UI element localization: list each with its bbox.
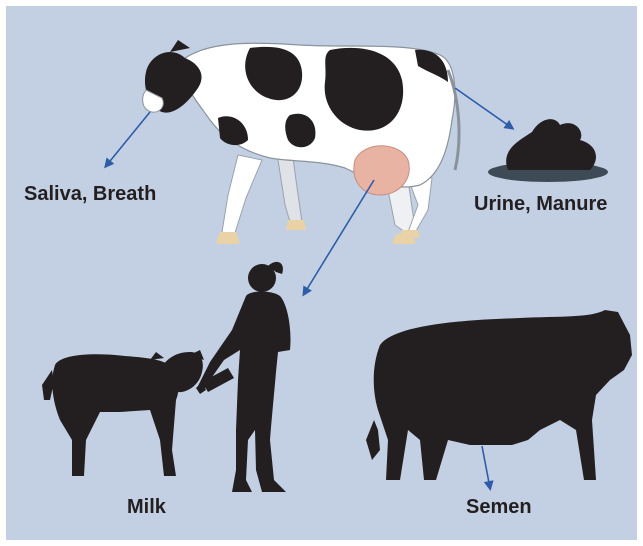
cow-hoof <box>286 220 306 230</box>
cow-hoof <box>400 230 420 238</box>
label-saliva-breath: Saliva, Breath <box>24 183 156 206</box>
cow-udder <box>354 146 409 195</box>
cow-front-leg-near <box>222 155 262 236</box>
cow-ear <box>170 40 190 52</box>
arrow-to-saliva-breath <box>106 112 150 166</box>
label-urine-manure: Urine, Manure <box>474 193 607 216</box>
bull-silhouette <box>366 310 632 480</box>
arrow-to-semen <box>482 446 490 488</box>
manure-heap <box>506 119 596 170</box>
label-milk: Milk <box>127 496 166 519</box>
arrow-udder-to-milk <box>304 180 374 294</box>
cow-body <box>180 43 455 187</box>
arrow-to-urine-manure <box>455 88 512 128</box>
woman-silhouette <box>196 262 291 492</box>
cow-hoof <box>216 232 240 244</box>
label-semen: Semen <box>466 496 532 519</box>
calf-silhouette <box>42 350 204 476</box>
manure-pile <box>488 119 608 182</box>
holstein-cow <box>143 40 459 244</box>
